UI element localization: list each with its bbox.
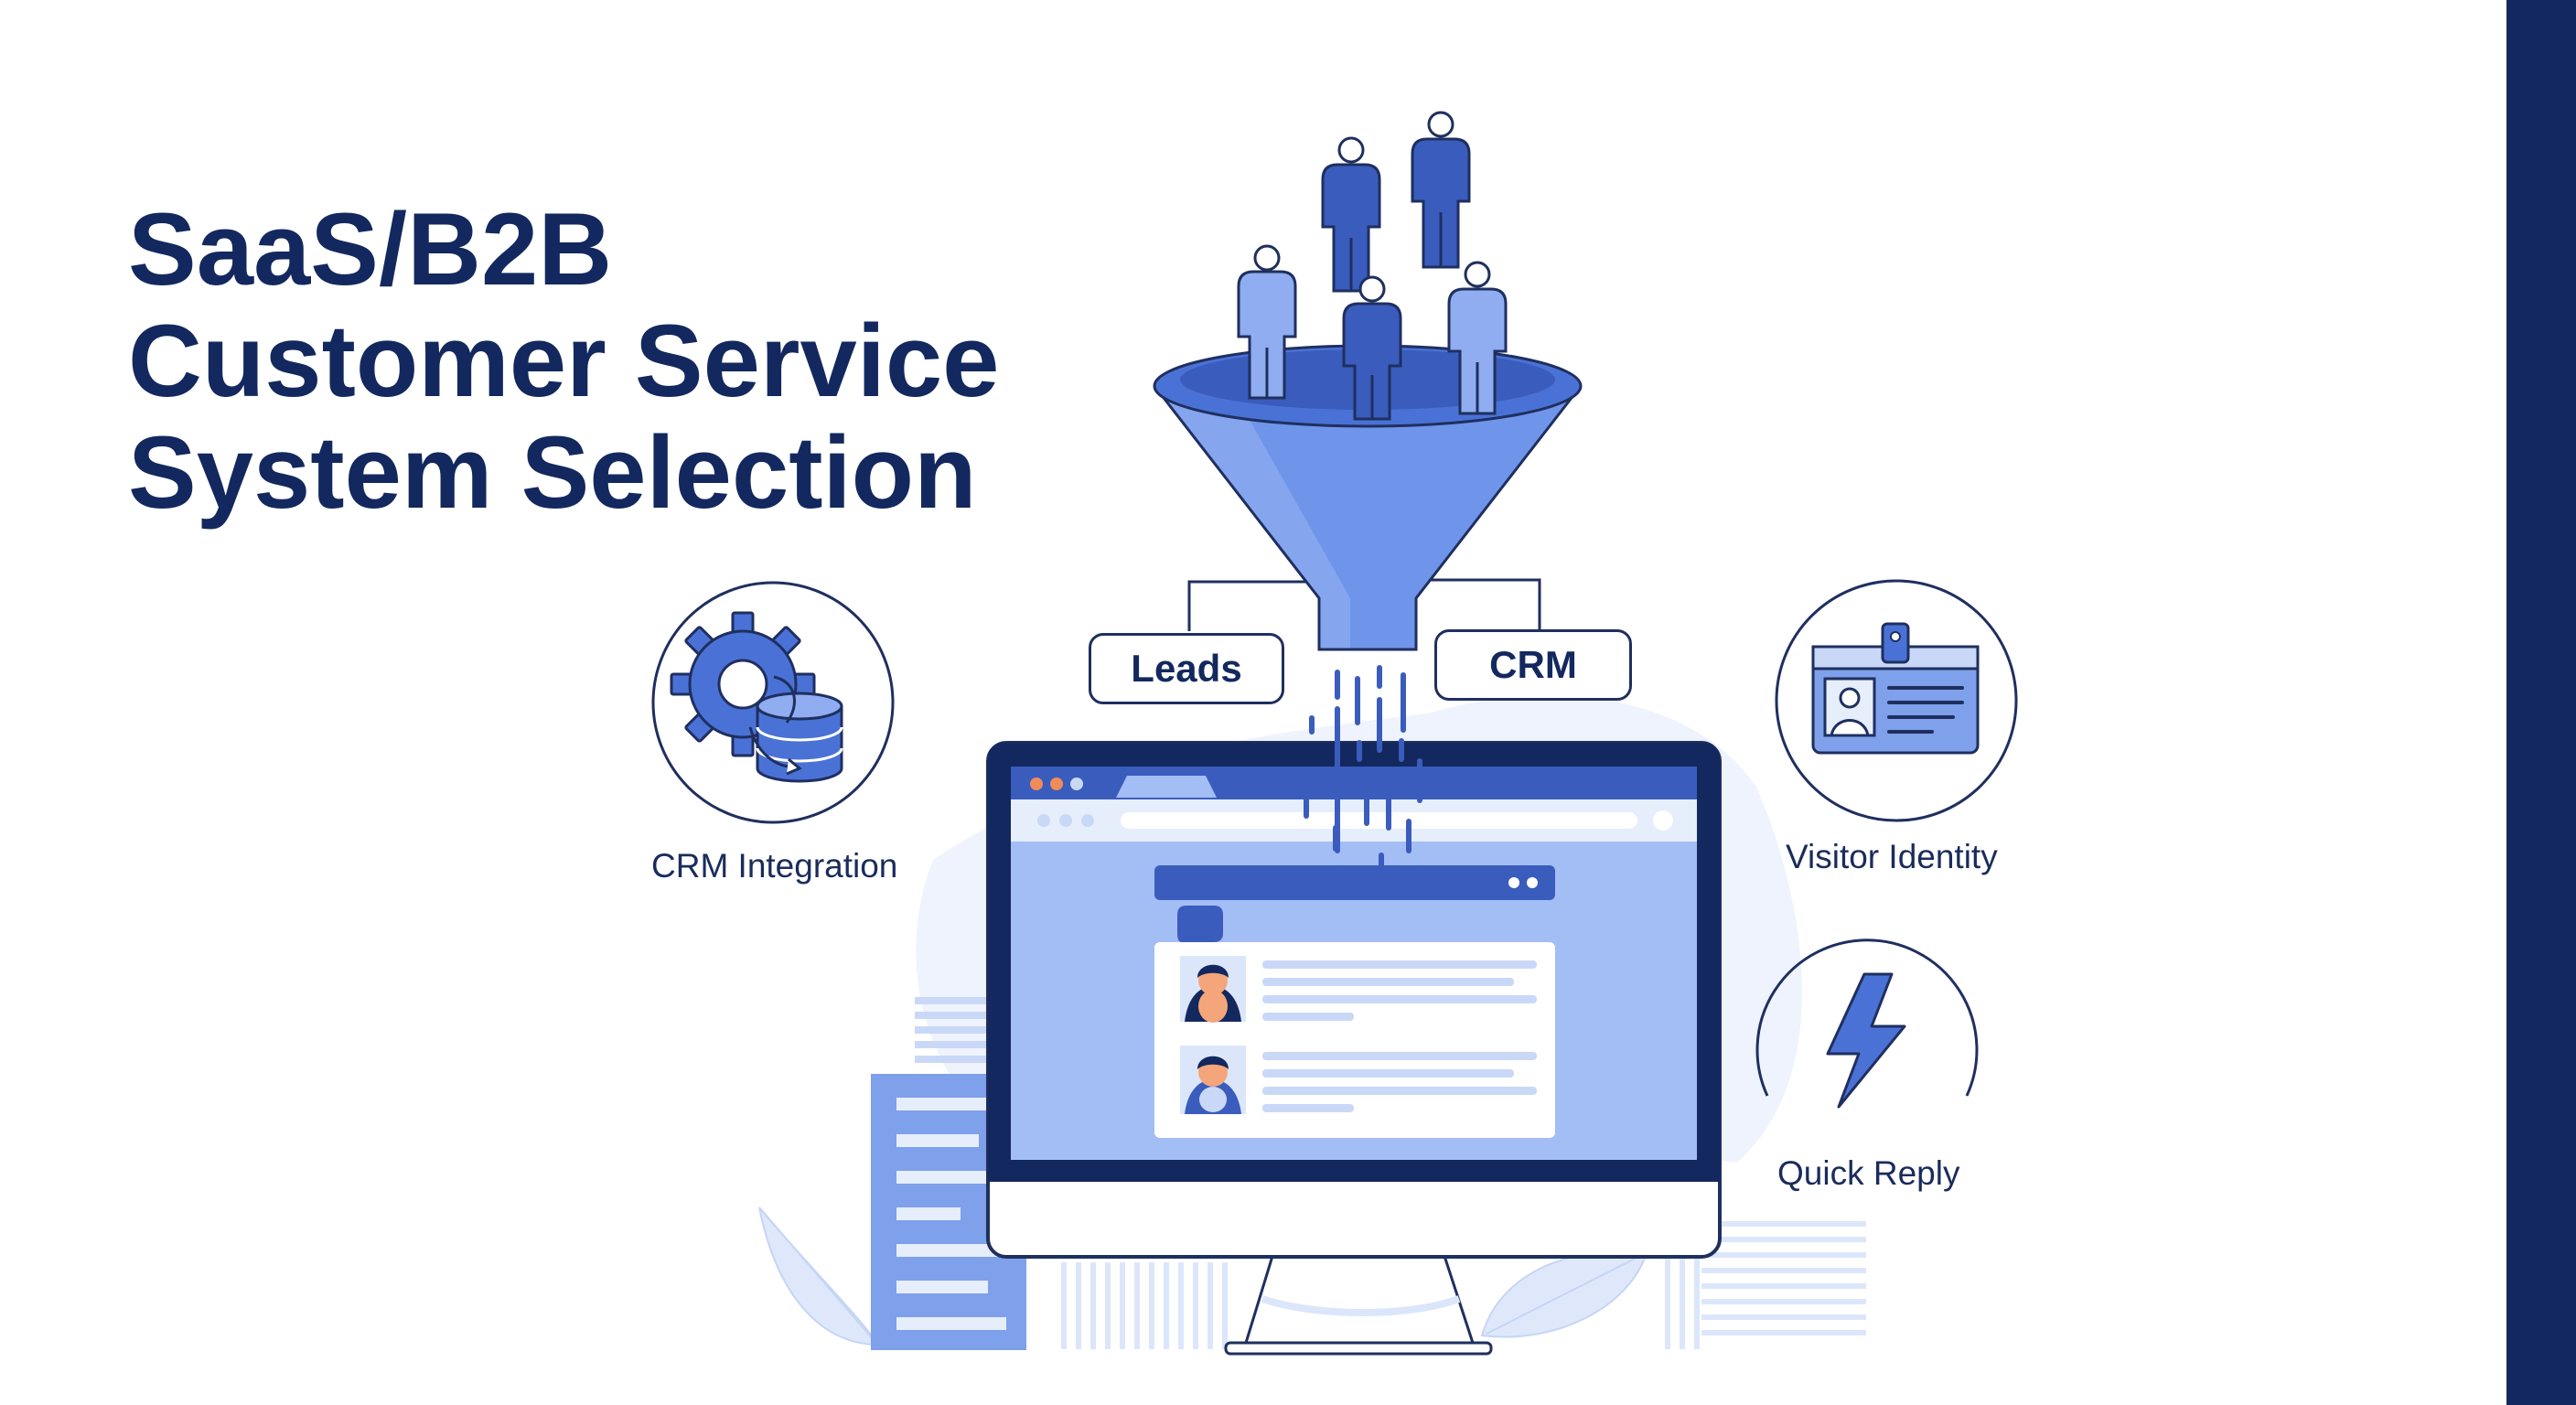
quick-reply-icon bbox=[1755, 938, 1979, 1109]
leaf-decoration-right bbox=[1480, 1250, 1648, 1338]
visitor-identity-icon bbox=[1775, 579, 2018, 822]
monitor-stand bbox=[1224, 1251, 1493, 1356]
avatar bbox=[1180, 1046, 1246, 1114]
title-line-1: SaaS/B2B bbox=[128, 192, 613, 306]
message-lines bbox=[1262, 960, 1537, 1021]
leads-tag: Leads bbox=[1089, 633, 1284, 704]
page-title: SaaS/B2B Customer Service System Selecti… bbox=[128, 194, 999, 529]
stripe-panel-right bbox=[1701, 1221, 1866, 1335]
connector-lines bbox=[1187, 578, 1541, 631]
person-icon bbox=[1342, 275, 1402, 421]
leads-tag-label: Leads bbox=[1131, 647, 1242, 690]
avatar bbox=[1180, 956, 1246, 1023]
person-icon bbox=[1447, 261, 1508, 415]
title-line-3: System Selection bbox=[128, 415, 977, 530]
person-icon bbox=[1237, 244, 1297, 400]
crm-tag: CRM bbox=[1434, 629, 1632, 701]
stripe-panel-bottom bbox=[1061, 1221, 1700, 1349]
quick-reply-label: Quick Reply bbox=[1777, 1154, 1960, 1192]
title-line-2: Customer Service bbox=[128, 304, 1000, 418]
right-accent-bar bbox=[2506, 0, 2576, 1405]
data-stream bbox=[1304, 665, 1422, 892]
person-icon bbox=[1321, 136, 1381, 293]
person-icon bbox=[1411, 111, 1471, 269]
chat-header-bar bbox=[1154, 865, 1555, 900]
crm-integration-label: CRM Integration bbox=[651, 847, 898, 885]
leaf-decoration-left bbox=[758, 1207, 880, 1346]
crm-tag-label: CRM bbox=[1489, 643, 1577, 686]
visitor-identity-label: Visitor Identity bbox=[1786, 838, 1998, 875]
crm-integration-icon bbox=[651, 581, 895, 824]
message-lines bbox=[1262, 1052, 1537, 1112]
